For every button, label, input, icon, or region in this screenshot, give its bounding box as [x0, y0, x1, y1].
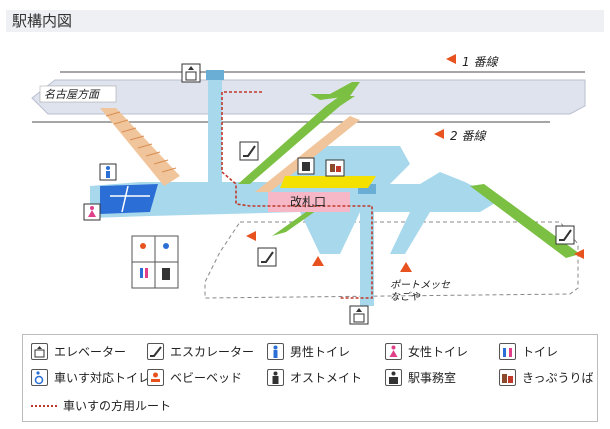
elevator-shaft-left [208, 70, 222, 190]
legend-baby-bed: ベビーベッド [147, 369, 242, 386]
legend-elevator: エレベーター [31, 343, 126, 360]
ostomate-icon [162, 268, 170, 280]
legend-mens-toilet: 男性トイレ [267, 343, 350, 360]
ticket-machine-icon [325, 159, 345, 177]
legend-ostomate: オストメイト [267, 369, 362, 386]
womens-toilet-icon [385, 343, 402, 360]
escalator-platform-1 [238, 96, 355, 184]
elevator-icon [181, 63, 201, 83]
arrow-right [574, 249, 584, 259]
womens-toilet-icon [83, 203, 101, 221]
baby-bed-icon [140, 243, 146, 249]
escalator-icon [239, 141, 259, 161]
title-bar [6, 10, 604, 32]
ticket-gate-label: 改札口 [290, 195, 326, 209]
elevator-shaft-right [360, 184, 374, 306]
legend-toilet: トイレ [499, 343, 558, 360]
wheelchair-route [221, 91, 373, 299]
station-office-area [280, 176, 376, 188]
ostomate-icon [267, 369, 284, 386]
legend-accessible-toilet: 車いす対応トイレ [31, 369, 150, 386]
accessible-toilet-icon [163, 243, 169, 249]
legend-station-office: 駅事務室 [385, 369, 456, 386]
direction-label: 名古屋方面 [44, 88, 101, 101]
exit-label-line1: ポートメッセ [390, 279, 451, 291]
ticket-gate-area [268, 192, 350, 212]
stairs-platform-2 [255, 116, 360, 192]
platform-2-label: 2 番線 [450, 129, 487, 143]
station-office-icon [297, 157, 315, 175]
mens-toilet-icon [267, 343, 284, 360]
arrow-lower-center [312, 256, 324, 266]
escalator-right [470, 184, 580, 258]
elevator-icon [349, 305, 369, 325]
accessible-toilet-icon [31, 369, 48, 386]
station-office-icon [385, 369, 402, 386]
legend: エレベーター エスカレーター 男性トイレ 女性トイレ トイレ 車いす対応トイレ … [22, 334, 598, 422]
escalator-icon [147, 343, 164, 360]
ticket-machine-icon [499, 369, 516, 386]
escalator-top [310, 82, 360, 100]
arrow-lower-right [400, 262, 412, 272]
baby-bed-icon [147, 369, 164, 386]
toilet-area [100, 184, 158, 214]
legend-escalator: エスカレーター [147, 343, 254, 360]
toilet-icon [499, 343, 516, 360]
toilet-cluster [131, 235, 179, 289]
legend-womens-toilet: 女性トイレ [385, 343, 468, 360]
route-line-icon [31, 404, 57, 407]
legend-ticket-machine: きっぷうりば [499, 369, 594, 386]
elevator-icon [31, 343, 48, 360]
exit-label-line2: なごや [390, 291, 421, 303]
toilet-icon [140, 268, 143, 278]
arrow-platform-1 [446, 54, 456, 64]
mens-toilet-icon [99, 163, 117, 181]
platform-1-label: 1 番線 [462, 55, 499, 69]
station-map: 1 番線 2 番線 名古屋方面 改札口 ポートメッセ なごや [31, 54, 586, 325]
page-title: 駅構内図 [12, 12, 73, 30]
arrow-lower-left [246, 231, 256, 241]
escalator-icon [257, 247, 277, 267]
arrow-platform-2 [434, 129, 444, 139]
escalator-icon [555, 225, 575, 245]
escalator-lower [272, 208, 320, 236]
legend-wheelchair-route: 車いすの方用ルート [31, 397, 171, 414]
platform-1 [31, 79, 586, 115]
